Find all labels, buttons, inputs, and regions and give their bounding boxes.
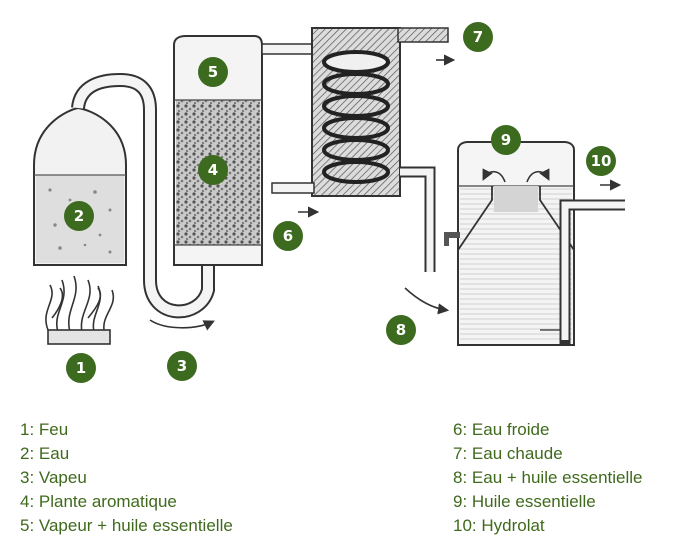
svg-text:1: 1 [76, 359, 86, 377]
legend-item: 4: Plante aromatique [20, 490, 233, 514]
vapor-flow-arrow [150, 320, 212, 328]
badge-6: 6 [273, 221, 303, 251]
legend-item: 5: Vapeur + huile essentielle [20, 514, 233, 538]
svg-text:9: 9 [501, 131, 511, 149]
condenser-to-separator-pipe [400, 172, 430, 272]
legend-item: 8: Eau + huile essentielle [453, 466, 643, 490]
svg-text:8: 8 [396, 321, 406, 339]
mixture-arrow [405, 288, 446, 310]
badge-2: 2 [64, 201, 94, 231]
badge-4: 4 [198, 155, 228, 185]
badge-10: 10 [586, 146, 616, 176]
svg-text:3: 3 [177, 357, 187, 375]
badge-7: 7 [463, 22, 493, 52]
svg-text:4: 4 [208, 161, 218, 179]
legend-item: 10: Hydrolat [453, 514, 643, 538]
badge-8: 8 [386, 315, 416, 345]
legend-item: 2: Eau [20, 442, 233, 466]
column-to-condenser-pipe [262, 44, 314, 54]
svg-text:7: 7 [473, 28, 483, 46]
svg-text:2: 2 [74, 207, 84, 225]
badge-9: 9 [491, 125, 521, 155]
legend-left: 1: Feu 2: Eau 3: Vapeu 4: Plante aromati… [20, 418, 233, 538]
legend-item: 9: Huile essentielle [453, 490, 643, 514]
badge-5: 5 [198, 57, 228, 87]
svg-text:6: 6 [283, 227, 293, 245]
badge-3: 3 [167, 351, 197, 381]
badge-1: 1 [66, 353, 96, 383]
legend-item: 7: Eau chaude [453, 442, 643, 466]
legend-right: 6: Eau froide 7: Eau chaude 8: Eau + hui… [453, 418, 643, 538]
water-boiler [34, 108, 126, 265]
svg-text:10: 10 [591, 152, 612, 170]
legend-item: 1: Feu [20, 418, 233, 442]
svg-text:5: 5 [208, 63, 218, 81]
legend-item: 3: Vapeu [20, 466, 233, 490]
distillation-diagram: 1 2 3 4 5 6 7 8 9 10 [0, 0, 695, 400]
legend-item: 6: Eau froide [453, 418, 643, 442]
fire-flames [46, 276, 113, 344]
